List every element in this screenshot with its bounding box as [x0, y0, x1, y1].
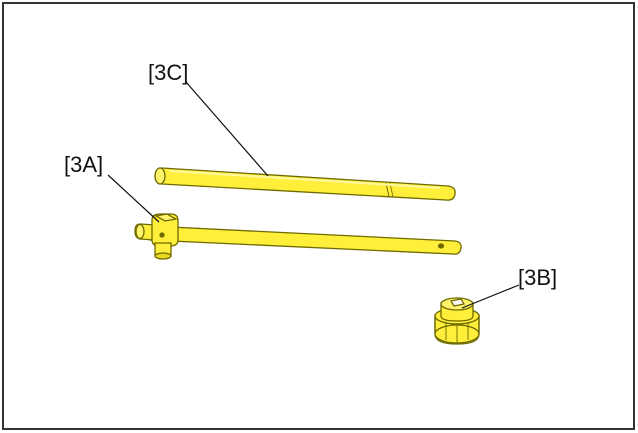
leader-3b — [461, 284, 520, 309]
leader-3c — [185, 81, 269, 177]
leader-lines — [107, 81, 520, 309]
socket-3b — [434, 297, 480, 345]
callout-3c: [3C] — [148, 60, 188, 85]
leader-3a — [107, 174, 160, 223]
callout-3a: [3A] — [64, 152, 103, 177]
callout-3b: [3B] — [518, 265, 557, 290]
t-handle-3a — [134, 213, 462, 260]
extension-bar-3c — [154, 167, 456, 201]
